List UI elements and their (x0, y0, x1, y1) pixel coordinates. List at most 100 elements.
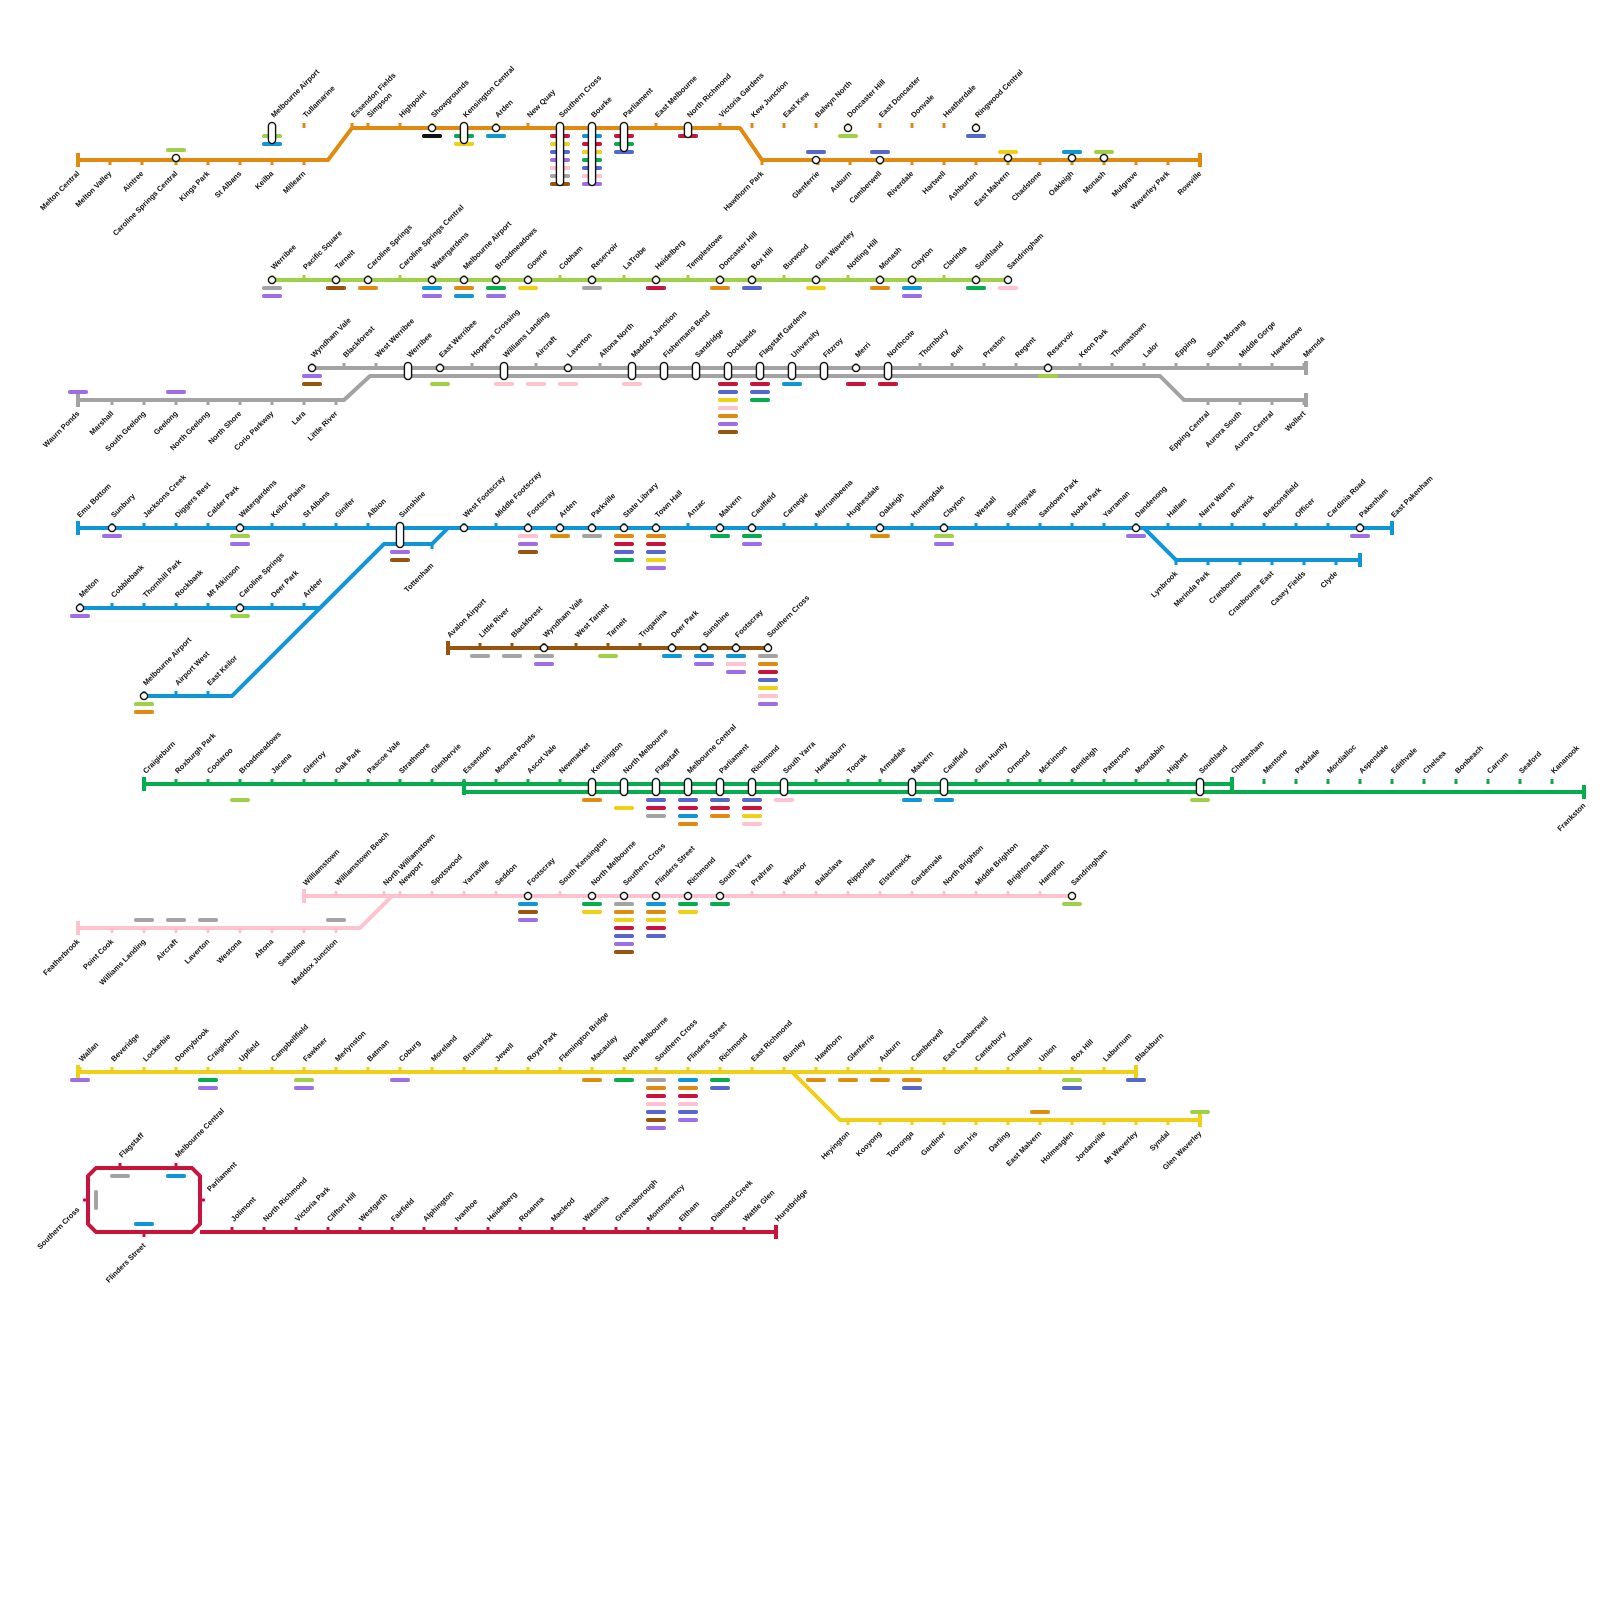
station-label-south-yarra: South Yarra (781, 739, 818, 776)
station-label-geelong: Geelong (152, 409, 180, 437)
station-label-jolimont: Jolimont (229, 1195, 258, 1224)
interchange-node (539, 643, 549, 653)
station-label-kensington-central: Kensington Central (461, 64, 516, 119)
interchange-node (587, 275, 597, 285)
station-label-donvale: Donvale (909, 92, 936, 119)
line-orange-path (78, 126, 1200, 162)
station-label-seaholme: Seaholme (276, 937, 307, 968)
station-label-berwick: Berwick (1229, 492, 1256, 519)
station-label-edithvale: Edithvale (1389, 745, 1419, 775)
interchange-node (1195, 777, 1205, 797)
station-label-ascot-vale: Ascot Vale (525, 742, 558, 775)
station-label-southland: Southland (1197, 743, 1230, 776)
interchange-node (875, 523, 885, 533)
station-label-macleod: Macleod (549, 1196, 577, 1224)
station-label-mt-waverley: Mt Waverley (1102, 1128, 1140, 1166)
station-label-marshall: Marshall (88, 409, 116, 437)
station-label-westall: Westall (973, 495, 998, 520)
interchange-node (747, 523, 757, 533)
station-label-clayton: Clayton (941, 493, 967, 519)
station-label-glen-huntly: Glen Huntly (973, 739, 1010, 776)
interchange-node (1355, 523, 1365, 533)
station-label-sunshine: Sunshine (701, 609, 731, 639)
interchange-node (939, 523, 949, 533)
station-label-hawkstowe: Hawkstowe (1269, 324, 1304, 359)
station-label-mulgrave: Mulgrave (1110, 169, 1140, 199)
station-label-watsonia: Watsonia (581, 1193, 611, 1223)
interchange-node (683, 121, 693, 139)
interchange-node (715, 891, 725, 901)
station-label-upfield: Upfield (237, 1039, 262, 1064)
station-label-seddon: Seddon (493, 861, 519, 887)
station-label-hampton: Hampton (1037, 858, 1067, 888)
interchange-node (1003, 275, 1013, 285)
interchange-node (779, 777, 789, 797)
interchange-node (491, 275, 501, 285)
station-label-toorak: Toorak (845, 751, 869, 775)
station-label-westona: Westona (215, 936, 244, 965)
interchange-node (627, 361, 637, 381)
interchange-node (843, 123, 853, 133)
station-label-bentleigh: Bentleigh (1069, 745, 1100, 776)
station-label-little-river: Little River (477, 606, 511, 640)
station-label-box-hill: Box Hill (749, 245, 775, 271)
station-label-bell: Bell (949, 343, 965, 359)
station-label-darling: Darling (987, 1129, 1012, 1154)
station-label-notting-hill: Notting Hill (845, 237, 880, 272)
station-label-balaclava: Balaclava (813, 856, 844, 887)
station-label-parkville: Parkville (589, 491, 617, 519)
station-label-canterbury: Canterbury (973, 1028, 1008, 1063)
station-label-fairfield: Fairfield (389, 1196, 416, 1223)
station-label-cobham: Cobham (557, 244, 585, 272)
interchange-node (699, 643, 709, 653)
station-label-reservoir: Reservoir (1045, 329, 1076, 360)
interchange-markers (75, 121, 1365, 901)
station-label-camberwell: Camberwell (909, 1027, 945, 1063)
interchange-node (619, 891, 629, 901)
interchange-node (715, 777, 725, 797)
station-label-camberwell: Camberwell (847, 169, 883, 205)
station-label-southern-cross: Southern Cross (765, 593, 811, 639)
station-label-armadale: Armadale (877, 745, 908, 776)
station-label-oakleigh: Oakleigh (877, 490, 906, 519)
station-label-laverton: Laverton (565, 330, 594, 359)
station-label-keon-park: Keon Park (1077, 326, 1110, 359)
station-label-patterson: Patterson (1101, 744, 1132, 775)
station-label-merlynston: Merlynston (333, 1028, 368, 1063)
station-label-ivanhoe: Ivanhoe (453, 1197, 479, 1223)
station-label-coburg: Coburg (397, 1038, 423, 1064)
station-label-ormond: Ormond (1005, 748, 1032, 775)
station-label-kananook: Kananook (1549, 743, 1582, 776)
interchange-node (1043, 363, 1053, 373)
station-label-epping: Epping (1173, 335, 1198, 360)
station-label-clayton: Clayton (909, 245, 935, 271)
station-label-deer-park: Deer Park (269, 568, 301, 600)
station-label-hartwell: Hartwell (920, 169, 947, 196)
line-yellow-path-glenwaverley (790, 1070, 1200, 1122)
interchange-node (875, 155, 885, 165)
interchange-node (715, 523, 725, 533)
station-label-ripponlea: Ripponlea (845, 855, 878, 888)
station-label-batman: Batman (365, 1037, 391, 1063)
station-label-carrum: Carrum (1485, 750, 1510, 775)
station-label-windsor: Windsor (781, 860, 809, 888)
station-label-merri: Merri (853, 340, 872, 359)
station-label-elsternwick: Elsternwick (877, 851, 913, 887)
station-label-alphington: Alphington (421, 1189, 456, 1224)
station-label-caulfield: Caulfield (749, 490, 778, 519)
station-label-glenbervie: Glenbervie (429, 742, 463, 776)
station-label-union: Union (1037, 1042, 1059, 1064)
station-label-heatherdale: Heatherdale (941, 83, 978, 120)
interchange-node (523, 275, 533, 285)
station-label-kensington: Kensington (589, 740, 625, 776)
station-label-docklands: Docklands (725, 326, 758, 359)
station-label-oakleigh: Oakleigh (1047, 169, 1076, 198)
interchange-node (667, 643, 677, 653)
interchange-node (651, 523, 661, 533)
interchange-node (307, 363, 317, 373)
station-label-monash: Monash (877, 245, 904, 272)
station-label-albion: Albion (365, 496, 388, 519)
station-label-st-albans: St Albans (213, 169, 244, 200)
interchange-node (907, 777, 917, 797)
interchange-node (587, 777, 597, 797)
